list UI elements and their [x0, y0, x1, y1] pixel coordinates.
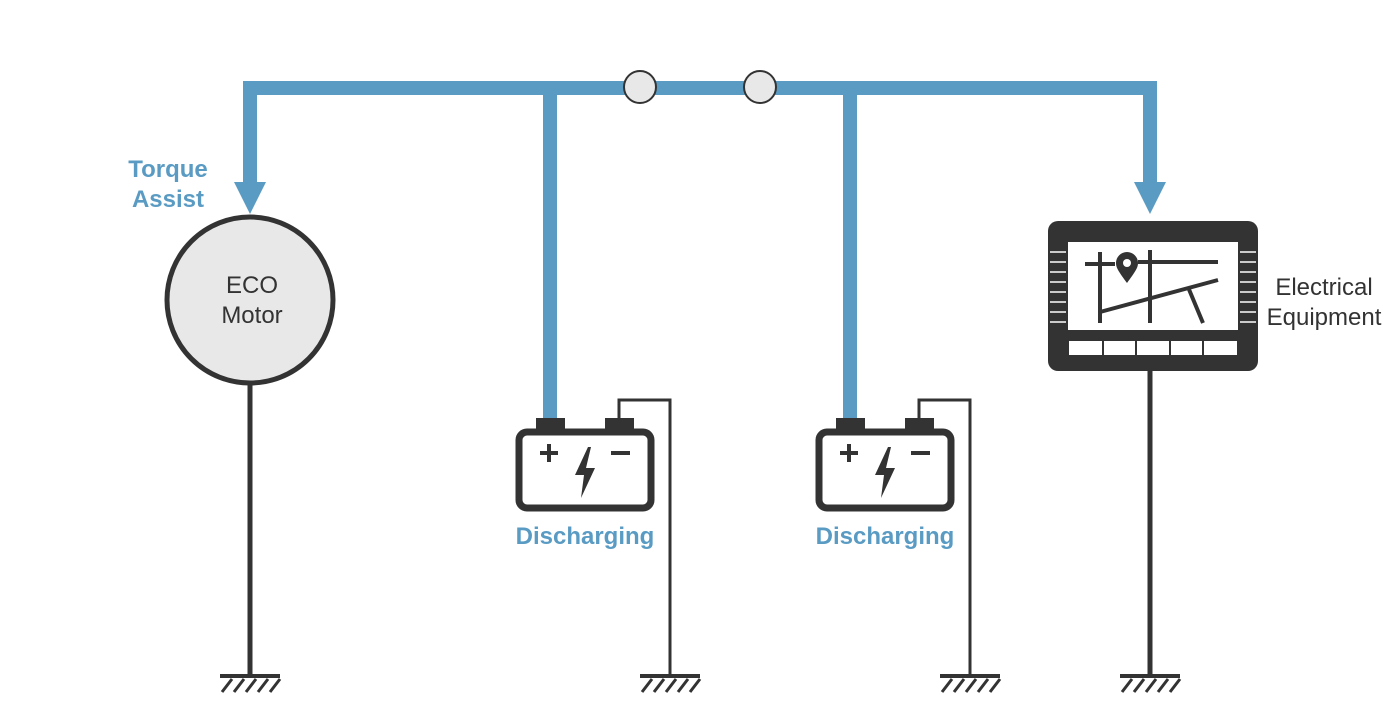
junction-node-icon: [623, 70, 657, 104]
battery-icon: [515, 418, 655, 512]
battery2-ground-wire: [917, 398, 972, 676]
arrow-down-icon: [1134, 182, 1166, 214]
power-bus: [234, 81, 1166, 420]
battery-icon: [815, 418, 955, 512]
motor-label: Motor: [221, 302, 282, 329]
navigation-display-icon: [1048, 221, 1258, 371]
ground-icon: [1120, 674, 1182, 693]
motor-label: ECO: [226, 272, 278, 299]
motor-icon: [164, 214, 336, 386]
ground-icon: [640, 674, 702, 693]
ground-icon: [220, 674, 282, 693]
battery1-ground-wire: [617, 398, 672, 676]
ground-icon: [940, 674, 1002, 693]
torque-assist-label: Torque: [128, 156, 208, 183]
junction-node-icon: [743, 70, 777, 104]
equipment-label: Equipment: [1267, 304, 1382, 331]
torque-assist-label: Assist: [132, 186, 204, 213]
arrow-down-icon: [234, 182, 266, 214]
battery1-status: Discharging: [516, 523, 655, 550]
battery2-status: Discharging: [816, 523, 955, 550]
equipment-label: Electrical: [1275, 274, 1372, 301]
